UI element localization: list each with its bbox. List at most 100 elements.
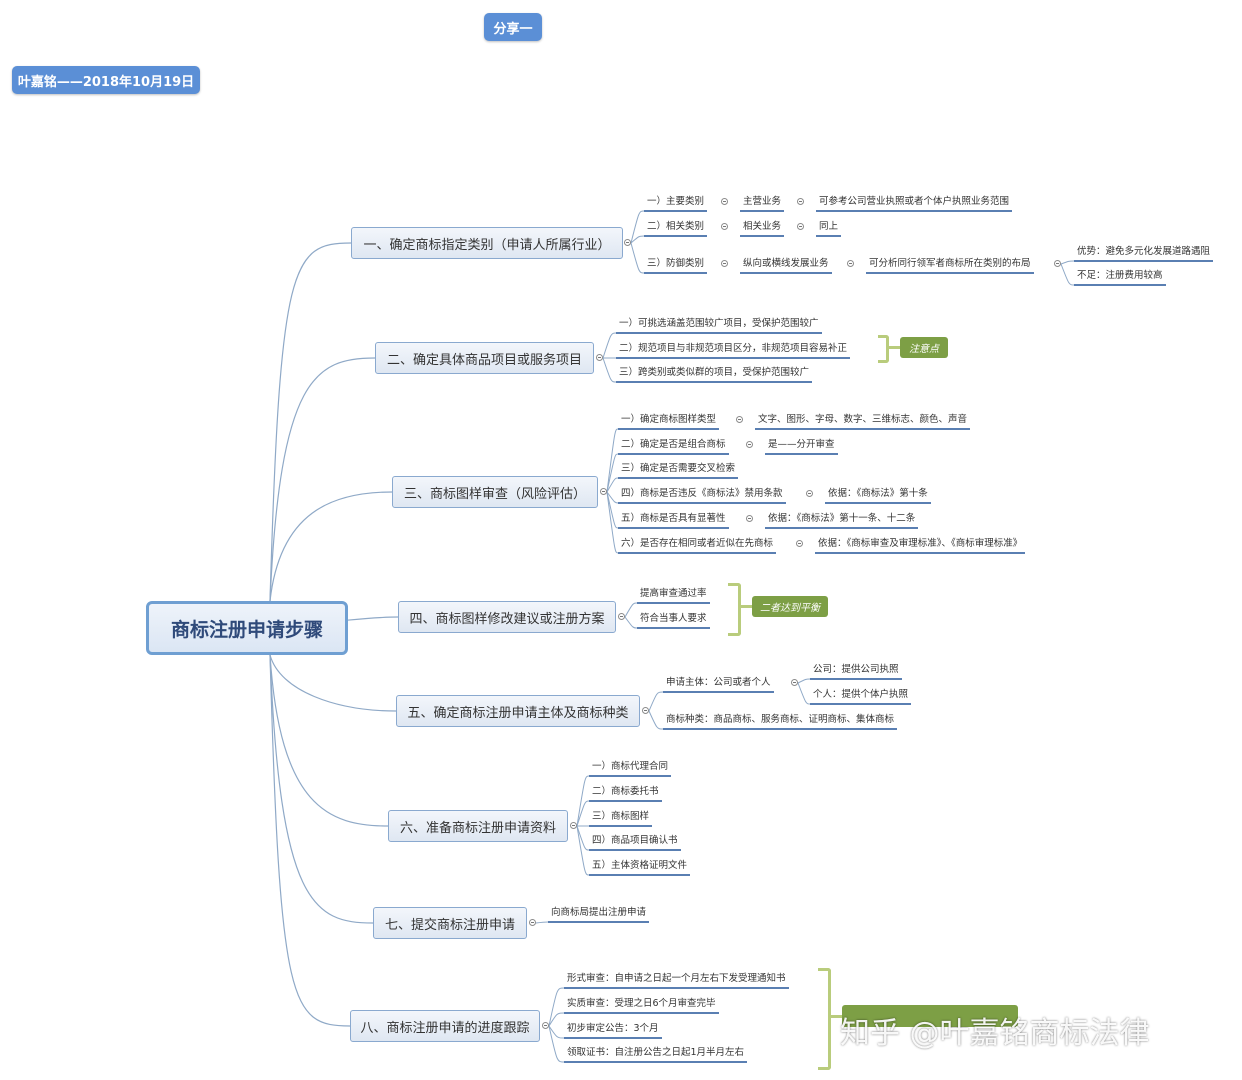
branch-4-item[interactable]: 提高审查通过率 — [637, 587, 710, 604]
branch-6-node[interactable]: 六、准备商标注册申请资料 — [388, 810, 568, 842]
collapse-toggle-icon[interactable] — [721, 260, 728, 267]
callout-tag[interactable]: 二者达到平衡 — [752, 596, 828, 617]
branch-connector — [602, 332, 617, 359]
branch-connector — [535, 921, 549, 924]
branch-connector — [576, 775, 590, 827]
callout-tag[interactable]: 注意点 — [900, 337, 948, 358]
branch-connector — [624, 602, 638, 618]
branch-connector — [648, 691, 664, 712]
branch-1-item[interactable]: 一）主要类别 — [644, 195, 708, 212]
author-date-label: 叶嘉铭——2018年10月19日 — [12, 66, 200, 94]
branch-connector — [548, 1025, 565, 1063]
branch-2-node[interactable]: 二、确定具体商品项目或服务项目 — [375, 342, 594, 374]
root-connector — [269, 654, 397, 712]
branch-connector — [606, 428, 619, 493]
collapse-toggle-icon[interactable] — [797, 223, 804, 230]
branch-connector — [576, 800, 590, 827]
branch-4-node[interactable]: 四、商标图样修改建议或注册方案 — [398, 601, 616, 633]
branch-8-item[interactable]: 初步审定公告：3个月 — [564, 1022, 662, 1039]
branch-6-item[interactable]: 五）主体资格证明文件 — [589, 859, 691, 876]
branch-8-item[interactable]: 领取证书：自注册公告之日起1月半月左右 — [564, 1046, 748, 1063]
summary-brace-tip — [738, 605, 752, 608]
branch-2-item[interactable]: 三）跨类别或类似群的项目，受保护范围较广 — [616, 366, 813, 383]
summary-brace-tip — [828, 1015, 842, 1018]
branch-1-subitem[interactable]: 相关业务 — [740, 220, 785, 237]
branch-3-item[interactable]: 四）商标是否违反《商标法》禁用条款 — [618, 487, 786, 504]
branch-5-item[interactable]: 申请主体：公司或者个人 — [663, 676, 774, 693]
branch-5-node[interactable]: 五、确定商标注册申请主体及商标种类 — [396, 695, 640, 727]
branch-5-subitem[interactable]: 个人：提供个体户执照 — [810, 688, 912, 705]
branch-3-item[interactable]: 五）商标是否具有显著性 — [618, 512, 729, 529]
branch-connector — [648, 710, 664, 730]
collapse-toggle-icon[interactable] — [624, 239, 631, 246]
branch-7-item[interactable]: 向商标局提出注册申请 — [548, 906, 650, 923]
branch-5-item[interactable]: 商标种类：商品商标、服务商标、证明商标、集体商标 — [663, 713, 898, 730]
branch-1-subitem[interactable]: 可分析同行领军者商标所在类别的布局 — [866, 257, 1034, 274]
branch-1-item[interactable]: 二）相关类别 — [644, 220, 708, 237]
collapse-toggle-icon[interactable] — [847, 260, 854, 267]
branch-connector — [630, 235, 645, 244]
branch-3-subitem[interactable]: 文字、图形、字母、数字、三维标志、颜色、声音 — [755, 413, 971, 430]
collapse-toggle-icon[interactable] — [721, 223, 728, 230]
collapse-toggle-icon[interactable] — [642, 707, 649, 714]
branch-1-subitem[interactable]: 同上 — [816, 220, 842, 237]
collapse-toggle-icon[interactable] — [570, 822, 577, 829]
branch-3-subitem[interactable]: 依据：《商标审查及审理标准》、《商标审理标准》 — [815, 537, 1026, 554]
collapse-toggle-icon[interactable] — [1054, 260, 1061, 267]
branch-connector — [606, 491, 619, 504]
branch-6-item[interactable]: 四）商品项目确认书 — [589, 834, 681, 851]
callout-tag-obscured[interactable] — [842, 1005, 1018, 1027]
branch-connector — [797, 678, 811, 684]
branch-connector — [606, 477, 619, 493]
branch-3-node[interactable]: 三、商标图样审查（风险评估） — [392, 476, 598, 508]
branch-5-subitem[interactable]: 公司：提供公司执照 — [810, 663, 902, 680]
collapse-toggle-icon[interactable] — [529, 919, 536, 926]
branch-1-item[interactable]: 三）防御类别 — [644, 257, 708, 274]
branch-1-detail[interactable]: 优势：避免多元化发展道路遇阻 — [1074, 245, 1214, 262]
branch-3-item[interactable]: 六）是否存在相同或者近似在先商标 — [618, 537, 777, 554]
branch-1-node[interactable]: 一、确定商标指定类别（申请人所属行业） — [351, 227, 623, 259]
collapse-toggle-icon[interactable] — [721, 198, 728, 205]
branch-3-subitem[interactable]: 依据：《商标法》第十条 — [825, 487, 931, 504]
branch-4-item[interactable]: 符合当事人要求 — [637, 612, 710, 629]
collapse-toggle-icon[interactable] — [542, 1022, 549, 1029]
branch-8-node[interactable]: 八、商标注册申请的进度跟踪 — [350, 1010, 540, 1042]
collapse-toggle-icon[interactable] — [746, 441, 753, 448]
branch-3-item[interactable]: 三）确定是否需要交叉检索 — [618, 462, 739, 479]
collapse-toggle-icon[interactable] — [596, 354, 603, 361]
branch-3-item[interactable]: 二）确定是否是组合商标 — [618, 438, 729, 455]
branch-1-detail[interactable]: 不足：注册费用较高 — [1074, 269, 1166, 286]
branch-8-item[interactable]: 实质审查：受理之日6个月审查完毕 — [564, 997, 719, 1014]
branch-3-subitem[interactable]: 是——分开审查 — [765, 438, 838, 455]
branch-connector — [548, 1012, 565, 1027]
collapse-toggle-icon[interactable] — [797, 198, 804, 205]
branch-connector — [797, 682, 811, 705]
collapse-toggle-icon[interactable] — [746, 515, 753, 522]
collapse-toggle-icon[interactable] — [791, 679, 798, 686]
collapse-toggle-icon[interactable] — [796, 540, 803, 547]
branch-connector — [606, 491, 619, 554]
root-connector — [269, 242, 352, 602]
root-topic[interactable]: 商标注册申请步骤 — [146, 601, 348, 655]
branch-connector — [630, 242, 645, 274]
branch-connector — [1060, 263, 1075, 286]
branch-6-item[interactable]: 二）商标委托书 — [589, 785, 662, 802]
branch-7-node[interactable]: 七、提交商标注册申请 — [373, 907, 527, 939]
branch-6-item[interactable]: 三）商标图样 — [589, 810, 653, 827]
branch-6-item[interactable]: 一）商标代理合同 — [589, 760, 672, 777]
branch-1-subitem[interactable]: 主营业务 — [740, 195, 785, 212]
collapse-toggle-icon[interactable] — [618, 613, 625, 620]
branch-3-item[interactable]: 一）确定商标图样类型 — [618, 413, 720, 430]
branch-1-subitem[interactable]: 可参考公司营业执照或者个体户执照业务范围 — [816, 195, 1013, 212]
branch-2-item[interactable]: 一）可挑选涵盖范围较广项目，受保护范围较广 — [616, 317, 822, 334]
root-connector — [269, 491, 393, 602]
collapse-toggle-icon[interactable] — [600, 488, 607, 495]
branch-8-item[interactable]: 形式审查：自申请之日起一个月左右下发受理通知书 — [564, 972, 789, 989]
collapse-toggle-icon[interactable] — [806, 490, 813, 497]
branch-1-subitem[interactable]: 纵向或横线发展业务 — [740, 257, 832, 274]
branch-2-item[interactable]: 二）规范项目与非规范项目区分，非规范项目容易补正 — [616, 342, 851, 359]
collapse-toggle-icon[interactable] — [736, 416, 743, 423]
watermark-text: 知乎 @叶嘉铭商标法律 — [840, 1016, 1150, 1051]
branch-3-subitem[interactable]: 依据：《商标法》第十一条、十二条 — [765, 512, 919, 529]
